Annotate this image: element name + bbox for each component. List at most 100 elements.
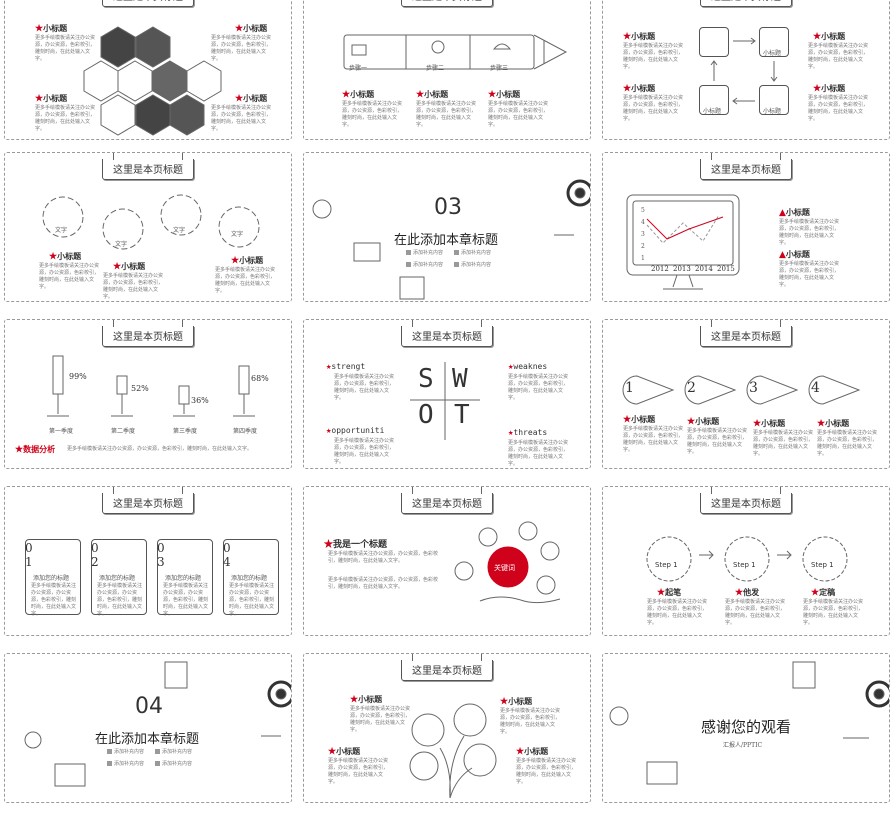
swot-threat-label: ★threats [508, 428, 548, 438]
axis-tick: 2 [641, 243, 645, 250]
year-label: 2014 [695, 265, 713, 273]
body-text: 更多手绘模板请关注办公资源，办公资源，色彩校引，雕刻时尚，在此处输入文字。 [39, 263, 100, 290]
cycle-box-2: 小标题 [759, 27, 789, 57]
quarter-label: 第一季度 [49, 428, 74, 435]
body-text: 更多手绘模板请关注办公资源，办公资源，色彩校引，雕刻时尚，在此处输入文字。 [779, 261, 840, 288]
body-text: 更多手绘模板请关注办公资源，办公资源，色彩校引，雕刻时尚，在此处输入文字。 [328, 758, 389, 785]
swot-letter-o: O [418, 400, 434, 430]
star-icon: ★ [623, 32, 632, 42]
chapter-title: 在此添加本章标题 [394, 233, 499, 248]
doodle-decorations [312, 179, 590, 300]
body-text: 更多手绘模板请关注办公资源，办公资源，色彩校引，雕刻时尚，在此处输入文字。 [163, 583, 209, 617]
body-text: 更多手绘模板请关注办公资源，办公资源，色彩校引，雕刻时尚，在此处输入文字。 [229, 583, 275, 617]
slide-8[interactable]: 这里是本页标题 S W O T ★strengt 更多手绘模板请关注办公资源，办… [303, 319, 591, 469]
subtitle-top-left: ★小标题 [35, 23, 68, 34]
chapter-number: 03 [434, 195, 462, 220]
swot-opportunity-label: ★opportuniti [326, 426, 385, 436]
cycle-box-3: 小标题 [699, 85, 729, 115]
slide-1[interactable]: 这里是本页标题 ★小标题 更多手绘模板请关注办公资源，办公资源，色彩校引，雕刻时… [4, 0, 292, 140]
card-number: 0 2 [91, 541, 99, 569]
star-icon: ★ [817, 419, 826, 429]
gear-diagram [42, 194, 260, 250]
keyword-label: 关键词 [494, 564, 515, 572]
star-icon: ★ [113, 262, 122, 272]
body-text: 更多手绘模板请关注办公资源，办公资源，色彩校引，雕刻时尚，在此处输入文字。 [334, 438, 395, 465]
slide-6[interactable]: 这里是本页标题 5 4 3 2 1 2012 2013 2014 2015 ▲小… [602, 152, 890, 302]
body-text: 更多手绘模板请关注办公资源，办公资源，色彩校引，雕刻时尚，在此处输入文字。 [753, 430, 814, 457]
body-text: 更多手绘模板请关注办公资源，办公资源，色彩校引，雕刻时尚，在此处输入文字。 [508, 374, 569, 401]
axis-tick: 3 [641, 231, 645, 238]
step-label: Step 1 [811, 561, 834, 569]
year-label: 2013 [673, 265, 691, 273]
body-text: 更多手绘模板请关注办公资源，办公资源，色彩校引，雕刻时尚，在此处输入文字。 [103, 273, 164, 300]
swot-letter-s: S [418, 364, 434, 394]
subtitle: ★小标题 [623, 414, 656, 425]
step-label: Step 1 [655, 561, 678, 569]
body-text: 更多手绘模板请关注办公资源，办公资源，色彩校引，雕刻时尚，在此处输入文字。 [416, 101, 477, 128]
slide-11[interactable]: 这里是本页标题 ★我是一个标题 更多手绘模板请关注办公资源，办公资源，色彩校引，… [303, 486, 591, 636]
subtitle: ▲小标题 [779, 249, 810, 260]
body-text: 更多手绘模板请关注办公资源，办公资源，色彩校引，雕刻时尚，在此处输入文字。 [215, 267, 276, 294]
warning-icon: ▲ [779, 250, 786, 260]
star-icon: ★ [753, 419, 762, 429]
subtitle: ★小标题 [350, 694, 383, 705]
body-text: 更多手绘模板请关注办公资源，办公资源，色彩校引，雕刻时尚，在此处输入文字。 [342, 101, 403, 128]
slide-12[interactable]: 这里是本页标题 Step 1 Step 1 Step 1 ★起笔 更多手绘模板请… [602, 486, 890, 636]
slide-9[interactable]: 这里是本页标题 1 2 3 4 ★小标题 更多手绘模板请关注办公资源，办公资源，… [602, 319, 890, 469]
slide-title: 这里是本页标题 [102, 153, 194, 180]
year-label: 2015 [717, 265, 735, 273]
slide-14[interactable]: 这里是本页标题 ★小标题 更多手绘模板请关注办公资源，办公资源，色彩校引，雕刻时… [303, 653, 591, 803]
star-icon: ★ [326, 362, 332, 372]
body-text: 更多手绘模板请关注办公资源，办公资源，色彩校引，雕刻时尚，在此处输入文字。 [328, 577, 439, 590]
star-icon: ★ [488, 90, 497, 100]
percent-label: 52% [131, 384, 149, 393]
subtitle-top-right: ★小标题 [235, 23, 268, 34]
star-icon: ★ [813, 84, 822, 94]
body-text: 更多手绘模板请关注办公资源，办公资源，色彩校引，雕刻时尚，在此处输入文字。 [623, 43, 684, 70]
slide-title: 这里是本页标题 [401, 0, 493, 7]
card-title: 添加您的标题 [99, 575, 136, 582]
year-label: 2012 [651, 265, 669, 273]
slide-5[interactable]: 03 在此添加本章标题 添加补充内容 添加补充内容 添加补充内容 添加补充内容 [303, 152, 591, 302]
slide-4[interactable]: 这里是本页标题 文字 文字 文字 文字 ★小标题 更多手绘模板请关注办公资源，办… [4, 152, 292, 302]
subtitle: ▲小标题 [779, 207, 810, 218]
star-icon: ★ [813, 32, 822, 42]
slide-13[interactable]: 04 在此添加本章标题 添加补充内容 添加补充内容 添加补充内容 添加补充内容 [4, 653, 292, 803]
star-icon: ★ [35, 94, 44, 104]
slide-10[interactable]: 这里是本页标题 0 1 0 2 0 3 0 4 添加您的标题 添加您的标题 添加… [4, 486, 292, 636]
star-icon: ★ [508, 428, 514, 438]
body-text: 更多手绘模板请关注办公资源，办公资源，色彩校引，雕刻时尚，在此处输入文字。 [808, 43, 869, 70]
card-2 [91, 539, 147, 615]
slide-title: 这里是本页标题 [700, 153, 792, 180]
star-icon: ★ [35, 24, 44, 34]
step-2-subtitle: ★小标题 [416, 89, 449, 100]
slide-title: 这里是本页标题 [102, 487, 194, 514]
slide-title: 这里是本页标题 [700, 487, 792, 514]
legend-item: 添加补充内容 [454, 249, 491, 256]
slide-7[interactable]: 这里是本页标题 99% 52% 36% 68% 第一季度 第二季度 第三季度 第… [4, 319, 292, 469]
subtitle: ★小标题 [753, 418, 786, 429]
warning-icon: ▲ [779, 208, 786, 218]
cycle-box-1 [699, 27, 729, 57]
star-icon: ★ [516, 747, 525, 757]
monitor-chart [626, 194, 740, 290]
body-text: 更多手绘模板请关注办公资源，办公资源，色彩校引，雕刻时尚，在此处输入文字。 [97, 583, 143, 617]
slide-3[interactable]: 这里是本页标题 ★小标题 更多手绘模板请关注办公资源，办公资源，色彩校引，雕刻时… [602, 0, 890, 140]
star-icon: ★ [350, 695, 359, 705]
subtitle: ★小标题 [813, 83, 846, 94]
gear-label: 文字 [115, 241, 128, 248]
reporter-label: 汇报人/PPTIC [723, 742, 763, 749]
star-icon: ★ [235, 94, 244, 104]
slide-2[interactable]: 这里是本页标题 步骤一 步骤二 步骤三 ★小标题 更多手绘模板请关注办公资源，办… [303, 0, 591, 140]
slide-15[interactable]: 感谢您的观看 汇报人/PPTIC [602, 653, 890, 803]
swot-strength-label: ★strengt [326, 362, 366, 372]
body-text: 更多手绘模板请关注办公资源，办公资源，色彩校引，雕刻时尚，在此处输入文字。 [35, 35, 96, 62]
step-1-label: 步骤一 [349, 65, 368, 72]
subtitle: ★小标题 [500, 696, 533, 707]
star-icon: ★ [326, 426, 332, 436]
card-title: 添加您的标题 [165, 575, 202, 582]
percent-label: 36% [191, 396, 209, 405]
body-text: 更多手绘模板请关注办公资源，办公资源，色彩校引，雕刻时尚，在此处输入文字。 [817, 430, 878, 457]
star-icon: ★ [735, 588, 744, 598]
star-icon: ★ [416, 90, 425, 100]
